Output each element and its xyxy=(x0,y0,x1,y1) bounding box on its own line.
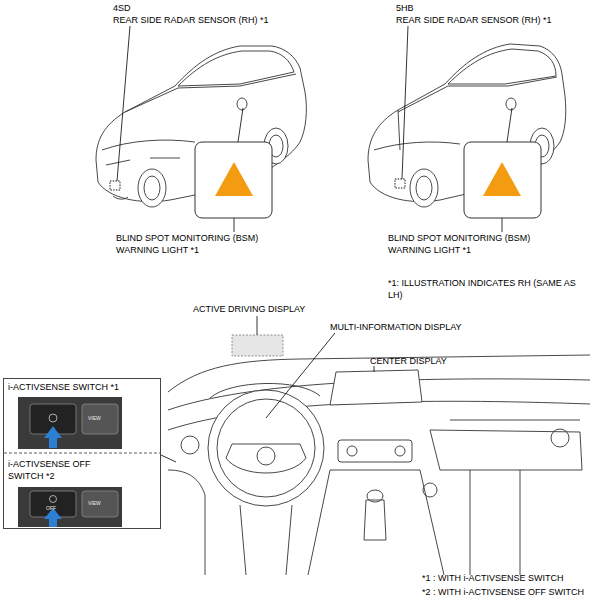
leader-line xyxy=(402,26,408,179)
switch-panel xyxy=(18,397,122,449)
button-text: VIEW xyxy=(88,415,114,421)
part-label: CENTER DISPLAY xyxy=(370,355,490,367)
switch-panel xyxy=(82,491,118,517)
separator-line xyxy=(4,453,160,454)
leader-line xyxy=(238,108,243,142)
footnote-label: *2 : WITH i-ACTIVSENSE OFF SWITCH xyxy=(422,586,591,598)
dashboard xyxy=(470,470,520,575)
sedan-car xyxy=(106,158,180,165)
dashboard xyxy=(395,446,405,456)
sedan-car xyxy=(113,196,128,199)
dashboard xyxy=(217,399,315,497)
sedan-car xyxy=(102,140,195,150)
switch-panel xyxy=(50,496,57,503)
warning-inset xyxy=(464,142,541,218)
warning-inset xyxy=(483,162,521,196)
sedan-car xyxy=(125,74,296,112)
hatchback-car xyxy=(395,179,405,188)
switch-panel xyxy=(82,404,118,434)
sedan-car xyxy=(138,169,166,207)
leader-line xyxy=(161,455,176,462)
leader-line xyxy=(117,26,130,181)
part-label: BLIND SPOT MONITORING (BSM) WARNING LIGH… xyxy=(388,232,548,256)
part-label: ACTIVE DRIVING DISPLAY xyxy=(193,303,343,315)
model-label: 4SD xyxy=(113,2,173,14)
sedan-car xyxy=(237,98,247,110)
sedan-car xyxy=(144,176,160,200)
dashboard xyxy=(430,430,582,470)
leader-line xyxy=(161,316,374,462)
hud-outline xyxy=(232,335,283,356)
hatchback-car xyxy=(410,169,438,207)
node-text: i-ACTIVSENSE OFF SWITCH *2 xyxy=(8,458,108,482)
model-label: 5HB xyxy=(396,2,456,14)
switch-panel xyxy=(49,414,57,422)
hatchback-car xyxy=(416,176,432,200)
part-label: BLIND SPOT MONITORING (BSM) WARNING LIGH… xyxy=(116,232,276,256)
hatchback-car xyxy=(448,49,556,84)
hatchback-car xyxy=(506,98,516,110)
dashboard xyxy=(330,370,422,405)
warning-inset xyxy=(464,142,541,218)
hatchback-car xyxy=(374,142,460,150)
warning-inset xyxy=(195,142,272,218)
sedan-car xyxy=(110,181,120,190)
dashboard xyxy=(367,490,383,502)
switch-panel xyxy=(18,487,122,527)
dashboard xyxy=(226,444,306,473)
sedan-car xyxy=(178,51,294,86)
button-text: OFF xyxy=(46,505,62,511)
dashboard xyxy=(257,447,275,465)
warning-inset xyxy=(215,162,253,196)
switch-panel xyxy=(18,487,122,527)
footnote-label: *1 : WITH i-ACTIVSENSE SWITCH xyxy=(422,572,591,584)
switch-inset: i-ACTIVSENSE SWITCH *1 i-ACTIVSENSE OFF S… xyxy=(3,378,161,529)
leader-line xyxy=(374,366,375,372)
switch-panel xyxy=(18,397,122,449)
dashboard xyxy=(181,436,199,454)
part-label: MULTI-INFORMATION DISPLAY xyxy=(330,321,500,333)
note-label: *1: ILLUSTRATION INDICATES RH (SAME AS L… xyxy=(388,277,588,301)
dashboard xyxy=(240,505,292,575)
dashboard xyxy=(450,420,580,421)
dashboard xyxy=(308,470,444,575)
dashboard xyxy=(364,500,386,540)
dashboard xyxy=(338,440,412,462)
leader-line xyxy=(257,316,258,335)
node-text: i-ACTIVSENSE SWITCH *1 xyxy=(8,381,156,393)
leader-line xyxy=(507,108,512,142)
part-label: REAR SIDE RADAR SENSOR (RH) *1 xyxy=(113,14,313,26)
button-text: VIEW xyxy=(88,500,114,506)
dashboard xyxy=(168,470,205,575)
dashboard xyxy=(168,355,590,575)
part-label: REAR SIDE RADAR SENSOR (RH) *1 xyxy=(396,14,586,26)
dashboard xyxy=(347,446,357,456)
dashboard xyxy=(208,390,324,506)
dashboard xyxy=(423,483,437,497)
warning-inset xyxy=(195,142,272,218)
switch-panel xyxy=(44,426,62,448)
